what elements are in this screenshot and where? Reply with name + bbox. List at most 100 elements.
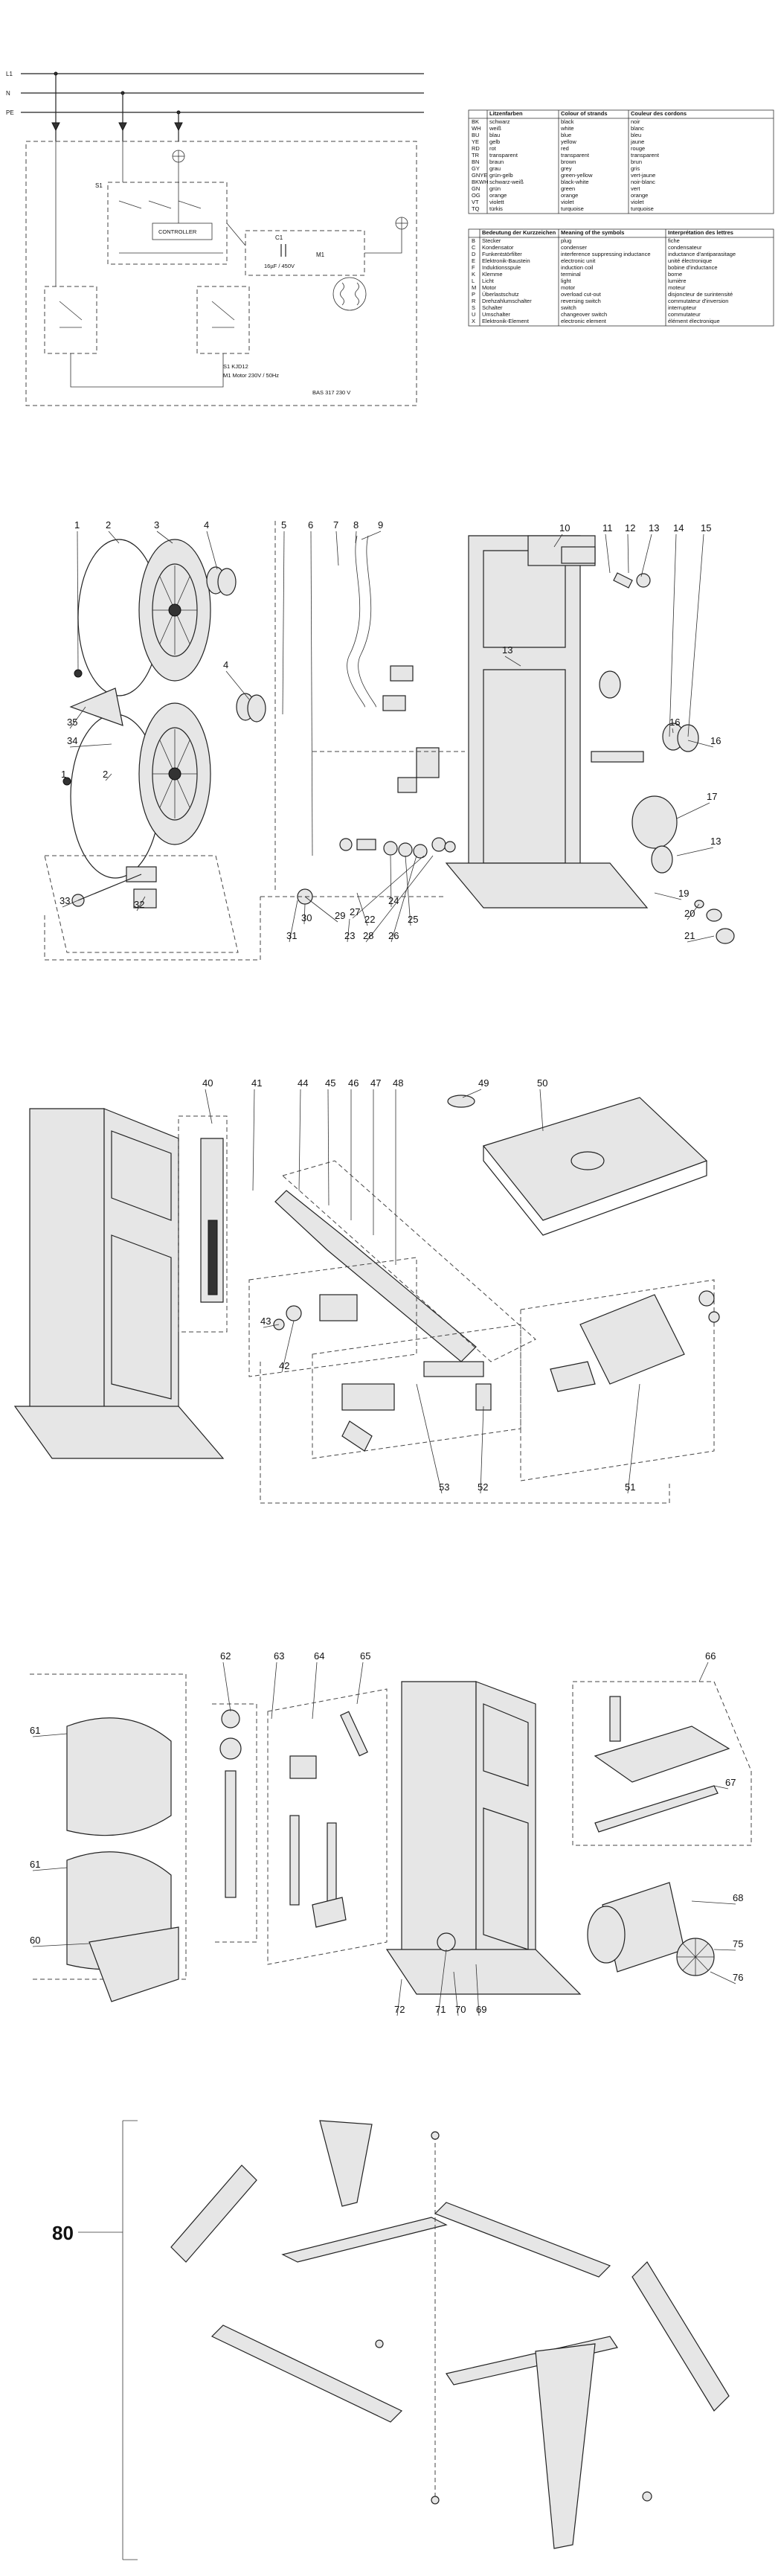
legend-header: Couleur des cordons (631, 110, 687, 117)
legend-cell: Funkentstörfilter (482, 251, 522, 257)
leader-line (156, 531, 173, 544)
leader-line (347, 918, 350, 943)
leader-line (504, 656, 521, 667)
legend-cell: violet (631, 199, 644, 205)
callout-number: 13 (649, 522, 659, 534)
legend-cell: light (561, 278, 572, 284)
callout-number: 70 (455, 2004, 466, 2015)
leader-line (356, 1662, 364, 1705)
shaft (591, 751, 644, 763)
legend-cell: Kondensator (482, 244, 514, 251)
legend-header: Colour of strands (561, 110, 608, 117)
callout-number: 1 (74, 519, 80, 531)
callout-number: 40 (202, 1077, 213, 1089)
mitre-fence (594, 1726, 730, 1783)
legend-cell: electronic element (561, 318, 607, 324)
leader-line (462, 1089, 482, 1098)
bandsaw-frame-2 (13, 1108, 225, 1459)
leader-line (654, 892, 682, 900)
leader-line (77, 531, 79, 670)
leader-line (304, 896, 338, 923)
dust-chute (89, 1926, 179, 2002)
legend-cell: R (472, 298, 476, 304)
stand-leg (319, 2120, 373, 2207)
legend-cell: WH (472, 125, 481, 132)
leader-line (480, 1406, 484, 1494)
wiring-diagram: L1 N PE S1 CONTROLLER C1 16µF / 450V M1 (6, 71, 424, 406)
leader-line (310, 531, 313, 856)
callout-number: 61 (30, 1859, 40, 1870)
leader-line (365, 855, 434, 943)
legend-header: Bedeutung der Kurzzeichen (482, 229, 556, 236)
legend-cell: vert-jaune (631, 172, 655, 179)
callout-number: 49 (478, 1077, 489, 1089)
legend-cell: white (560, 125, 574, 132)
legend-cell: X (472, 318, 475, 324)
leader-line (105, 773, 112, 781)
leader-line (298, 1089, 301, 1191)
legend-cell: terminal (561, 271, 581, 278)
legend-cell: U (472, 311, 475, 318)
bearing (217, 568, 237, 596)
callout-number: 16 (710, 735, 721, 746)
callout-number: 61 (30, 1725, 40, 1736)
callout-number: 29 (335, 910, 345, 921)
legend-cell: TQ (472, 205, 480, 212)
callout-number: 6 (308, 519, 313, 531)
stand-leg (535, 2343, 596, 2549)
callout-number: 8 (353, 519, 359, 531)
callout-number: 51 (625, 1481, 635, 1493)
callout-number: 44 (298, 1077, 308, 1089)
callout-number: 3 (154, 519, 159, 531)
motor-symbol (332, 277, 367, 311)
leader-line (691, 1900, 736, 1905)
leader-line (108, 531, 120, 544)
leader-line (32, 1733, 68, 1737)
legend-cell: rot (489, 145, 497, 152)
legend-header: Litzenfarben (489, 110, 523, 117)
legend-cell: plug (561, 237, 571, 244)
callout-number: 13 (710, 836, 721, 847)
legend-cell: interrupteur (668, 304, 697, 311)
saw-table (482, 1097, 708, 1221)
leader-line (32, 1943, 90, 1947)
callout-number: 65 (360, 1650, 370, 1662)
callout-number: 35 (67, 717, 77, 728)
leader-line (263, 1324, 280, 1328)
legend-cell: violett (489, 199, 505, 205)
callout-number: 80 (52, 2222, 74, 2244)
callout-number: 24 (388, 895, 399, 906)
upper-door (66, 1717, 172, 1836)
legend-cell: Stecker (482, 237, 501, 244)
legend-cell: schwarz-weiß (489, 179, 524, 185)
wedge-part (69, 688, 123, 726)
bandsaw-frame-1 (445, 535, 649, 909)
callout-number: 41 (251, 1077, 262, 1089)
legend-cell: brown (561, 158, 576, 165)
callout-number: 1 (61, 769, 66, 780)
legend-cell: gris (631, 165, 640, 172)
callout-number: 12 (625, 522, 635, 534)
leader-line (627, 534, 629, 574)
leader-line (453, 1971, 459, 2016)
legend-cell: grün-gelb (489, 172, 513, 179)
switch-label: S1 (95, 182, 103, 189)
legend-cell: S (472, 304, 475, 311)
callout-number: 69 (476, 2004, 486, 2015)
legend-cell: L (472, 278, 475, 284)
callout-number: 10 (559, 522, 570, 534)
legend-cell: borne (668, 271, 682, 278)
leader-line (282, 531, 285, 715)
legend-cell: P (472, 291, 475, 298)
leader-line (396, 1979, 402, 2016)
legend-cell: vert (631, 185, 640, 192)
callout-number: 25 (408, 914, 418, 925)
legend-cell: blanc (631, 125, 644, 132)
legend-cell: gelb (489, 138, 500, 145)
legend-cell: blau (489, 132, 500, 138)
legend-cell: BN (472, 158, 479, 165)
leader-line (553, 534, 563, 548)
legend-cell: brun (631, 158, 642, 165)
